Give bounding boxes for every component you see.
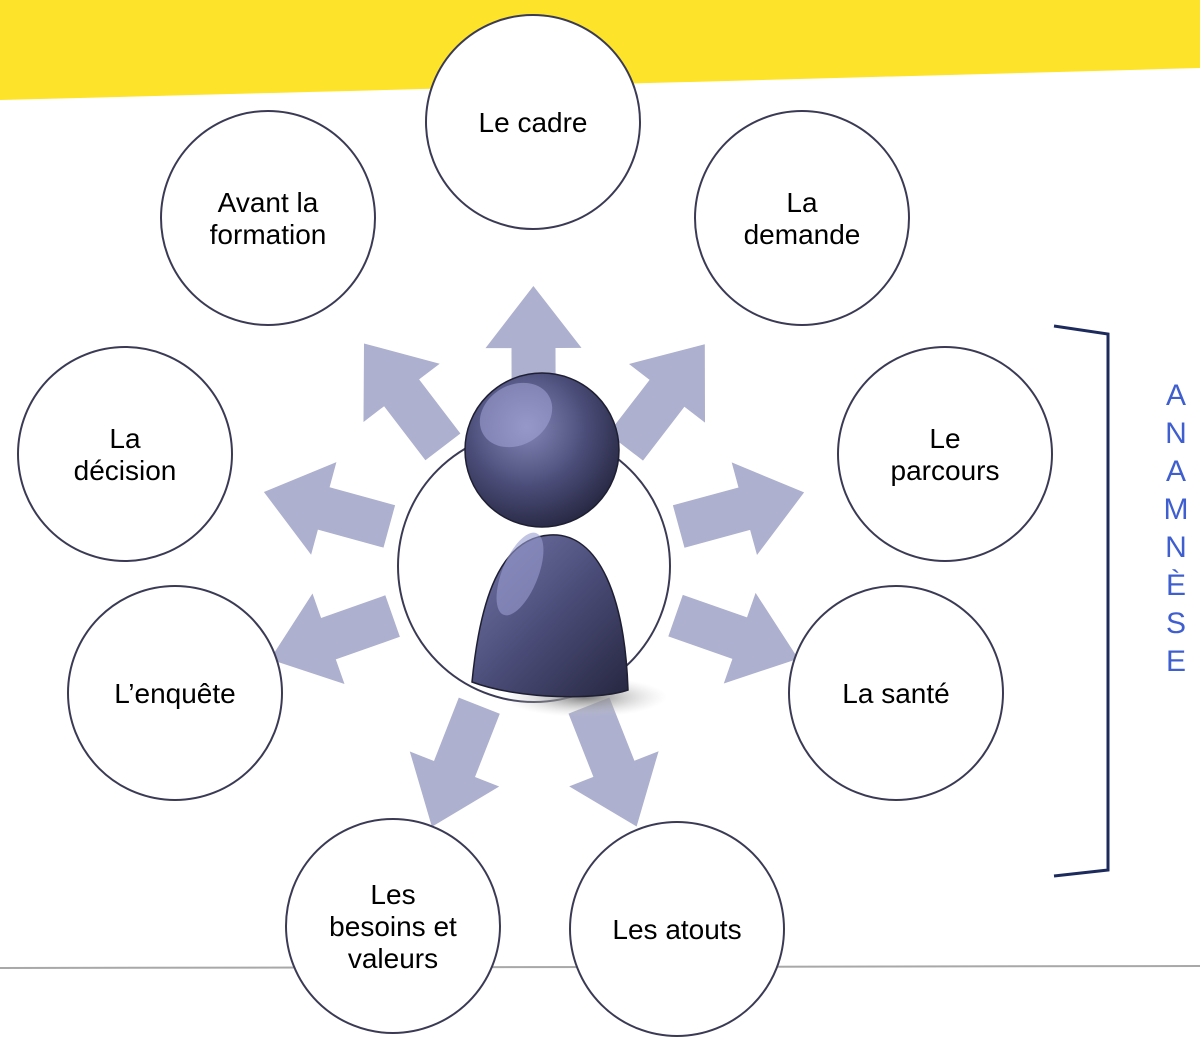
node-circle-cadre xyxy=(425,14,641,230)
node-label-besoins: valeurs xyxy=(348,943,438,974)
person-icon xyxy=(464,372,667,717)
anamnese-bracket xyxy=(1053,324,1110,878)
side-label-letter: S xyxy=(1166,607,1186,640)
arrow-to-cadre xyxy=(485,286,582,416)
arrow-to-parcours xyxy=(672,462,805,555)
node-circle-sante xyxy=(788,585,1004,801)
side-label-letter: È xyxy=(1166,569,1186,602)
node-enquete: L’enquête xyxy=(67,585,283,801)
node-label-demande: La xyxy=(786,187,818,218)
node-label-besoins: Les xyxy=(370,879,415,910)
node-circle-parcours xyxy=(837,346,1053,562)
arrows-group xyxy=(263,286,805,827)
node-atouts: Les atouts xyxy=(569,821,785,1037)
node-label-decision: décision xyxy=(74,455,177,486)
node-circle-atouts xyxy=(569,821,785,1037)
person-head-highlight xyxy=(479,382,553,448)
node-label-formation: Avant la xyxy=(218,187,319,218)
node-label-besoins: besoins et xyxy=(329,911,457,942)
side-label-letter: E xyxy=(1166,645,1186,678)
node-label-parcours: Le xyxy=(929,423,960,454)
side-label-letter: A xyxy=(1166,455,1186,488)
node-label-demande: demande xyxy=(744,219,861,250)
node-circle-demande xyxy=(694,110,910,326)
node-label-sante: La santé xyxy=(842,678,949,709)
node-label-enquete: L’enquête xyxy=(114,678,235,709)
arrow-to-decision xyxy=(263,462,396,555)
node-label-formation: formation xyxy=(210,219,327,250)
node-label-parcours: parcours xyxy=(891,455,1000,486)
node-circle-decision xyxy=(17,346,233,562)
node-circle-enquete xyxy=(67,585,283,801)
node-cadre: Le cadre xyxy=(425,14,641,230)
arrow-to-sante xyxy=(668,592,799,684)
side-label-letter: M xyxy=(1164,493,1189,526)
node-sante: La santé xyxy=(788,585,1004,801)
node-label-cadre: Le cadre xyxy=(479,107,588,138)
node-label-decision: La xyxy=(109,423,141,454)
node-label-atouts: Les atouts xyxy=(612,914,741,945)
node-circle-besoins xyxy=(285,818,501,1034)
arrow-to-demande xyxy=(608,344,705,461)
arrow-to-enquete xyxy=(270,593,400,684)
side-label-letter: N xyxy=(1165,531,1187,564)
side-label-letter: A xyxy=(1166,379,1186,412)
arrow-to-besoins xyxy=(409,697,500,827)
node-circle-formation xyxy=(160,110,376,326)
person-body-highlight xyxy=(496,532,544,616)
side-label-letter: N xyxy=(1165,417,1187,450)
arrow-to-atouts xyxy=(568,697,659,827)
arrow-to-formation xyxy=(363,343,461,461)
